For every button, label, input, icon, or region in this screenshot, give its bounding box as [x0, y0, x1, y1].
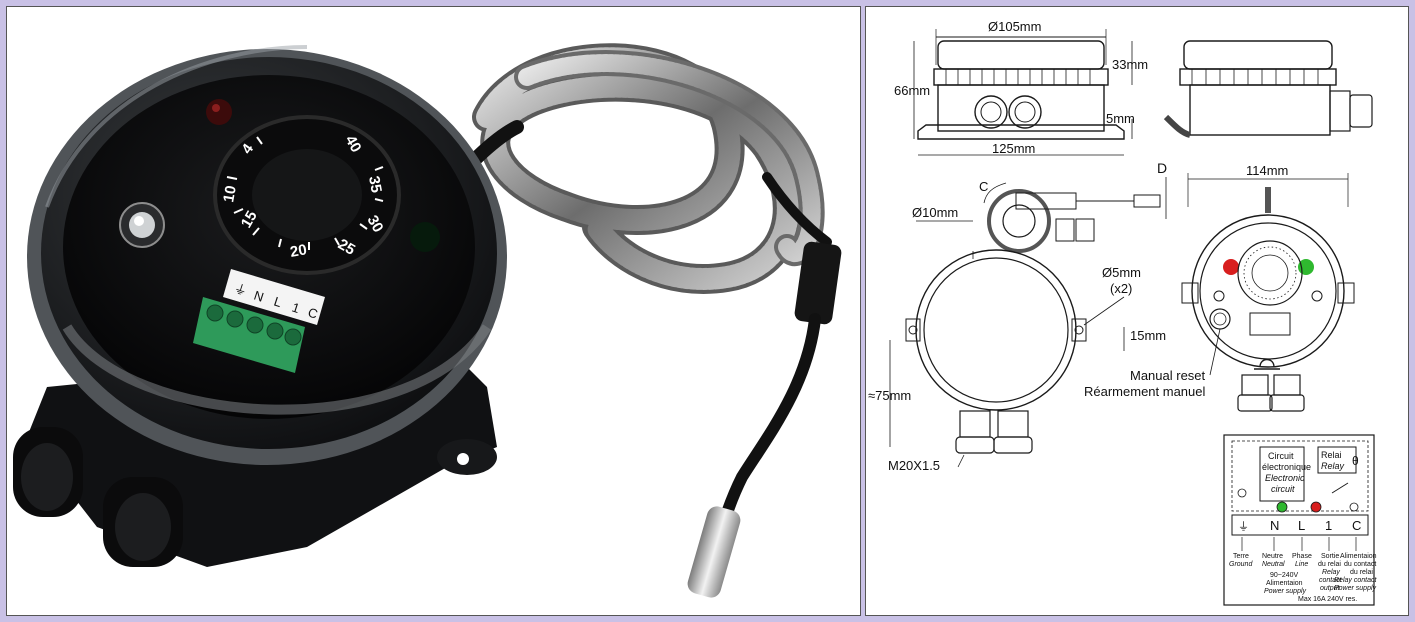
wiring-relay-contact-ps1: Relay contact: [1334, 577, 1377, 584]
dial-label-30: 30: [364, 213, 387, 236]
wiring-neutral: Neutral: [1262, 561, 1285, 568]
product-photo-panel: 4 10 15 20 25 30 35 40 ⏚ N L 1 C: [6, 6, 861, 616]
dim-probe-diameter: Ø10mm: [912, 205, 958, 220]
dim-small-height: 5mm: [1106, 111, 1135, 126]
dim-hole-count: (x2): [1110, 281, 1132, 296]
terminal-block: ⏚ N L 1 C: [193, 269, 325, 373]
wiring-line: Line: [1295, 561, 1308, 568]
wiring-circuit-en: Electronic: [1265, 473, 1305, 483]
terminal-label-1: 1: [290, 300, 302, 317]
wiring-max-rating: Max 16A 240V res.: [1298, 596, 1357, 603]
probe-view: C Ø10mm D: [912, 160, 1167, 253]
dim-base-width: 125mm: [992, 141, 1035, 156]
dim-approx-height: ≈75mm: [868, 388, 911, 403]
wiring-relay-en: Relay: [1321, 461, 1345, 471]
dim-probe-loop: C: [979, 179, 988, 194]
wiring-relay-fr: Relai: [1321, 450, 1342, 460]
right-side-view: [1163, 40, 1373, 138]
dim-top-height: 33mm: [1112, 57, 1148, 72]
terminal-label-c: C: [306, 305, 320, 322]
wiring-output: output: [1320, 585, 1341, 592]
manual-reset-button: [119, 202, 165, 248]
wiring-neutre: Neutre: [1262, 553, 1283, 560]
dim-gland-thread: M20X1.5: [888, 458, 940, 473]
wiring-phase: Phase: [1292, 553, 1312, 560]
wiring-terminal-ground: ⏚: [1238, 520, 1249, 533]
thermostat-photo: 4 10 15 20 25 30 35 40 ⏚ N L 1 C: [13, 43, 842, 598]
wiring-power-supply: Power supply: [1264, 588, 1307, 595]
steel-hose: [450, 43, 832, 294]
terminal-label-n: N: [252, 288, 266, 305]
terminal-label-ground: ⏚: [232, 281, 249, 299]
dial-label-10: 10: [220, 184, 240, 203]
dim-height: 66mm: [894, 83, 930, 98]
front-view: 114mm Manual reset Réarmeme: [1084, 163, 1355, 412]
wiring-alim2: du contact: [1344, 561, 1376, 568]
terminal-label-l: L: [272, 294, 284, 311]
wiring-terminal-c: C: [1352, 518, 1361, 533]
dim-diameter-top: Ø105mm: [988, 19, 1041, 34]
temperature-probe: [687, 506, 741, 598]
temperature-dial: 4 10 15 20 25 30 35 40: [213, 115, 401, 275]
wiring-theta: θ: [1352, 454, 1359, 468]
wiring-alim1: Alimentaion: [1340, 553, 1377, 560]
side-view: Ø105mm 66mm 33mm 5mm: [894, 19, 1148, 156]
dim-hole-diameter: Ø5mm: [1102, 265, 1141, 280]
wiring-alimentaion: Alimentaion: [1266, 580, 1303, 587]
wiring-voltage: 90~240V: [1270, 572, 1299, 579]
dial-label-20: 20: [289, 241, 308, 261]
wiring-ground: Ground: [1229, 561, 1253, 568]
dial-label-40: 40: [342, 133, 365, 156]
technical-drawing-panel: Ø105mm 66mm 33mm 5mm: [865, 6, 1409, 616]
wiring-sortie: Sortie: [1321, 553, 1339, 560]
wiring-du-relai: du relai: [1318, 561, 1341, 568]
dial-label-15: 15: [238, 208, 261, 231]
wiring-alim3: du relai: [1350, 569, 1373, 576]
technical-drawing: Ø105mm 66mm 33mm 5mm: [868, 19, 1377, 606]
wiring-terminal-1: 1: [1325, 518, 1332, 533]
label-manual-reset-fr: Réarmement manuel: [1084, 384, 1205, 399]
green-led: [410, 222, 440, 252]
wiring-circuit-fr: Circuit: [1268, 451, 1294, 461]
bottom-view: Ø5mm (x2) 15mm ≈75mm M20X1.5: [868, 249, 1166, 473]
wiring-relay-contact: Relay: [1322, 569, 1340, 576]
wiring-terminal-l: L: [1298, 518, 1305, 533]
dim-hole-offset: 15mm: [1130, 328, 1166, 343]
wiring-circuit-fr2: électronique: [1262, 462, 1311, 472]
probe-cable: [687, 241, 842, 598]
dim-front-width: 114mm: [1246, 163, 1288, 178]
wiring-terminal-n: N: [1270, 518, 1279, 533]
wiring-relay-contact-ps2: Power supply: [1334, 585, 1377, 592]
label-manual-reset-en: Manual reset: [1130, 368, 1206, 383]
dim-probe-tip: D: [1157, 160, 1167, 176]
wiring-circuit-en2: circuit: [1271, 484, 1295, 494]
red-led: [206, 99, 232, 125]
dial-label-25: 25: [335, 236, 358, 259]
wiring-terre: Terre: [1233, 553, 1249, 560]
wiring-contact: contact: [1319, 577, 1343, 584]
wiring-diagram: Circuit électronique Electronic circuit …: [1223, 434, 1377, 606]
front-red-led: [1223, 259, 1239, 275]
dial-label-35: 35: [365, 175, 385, 194]
